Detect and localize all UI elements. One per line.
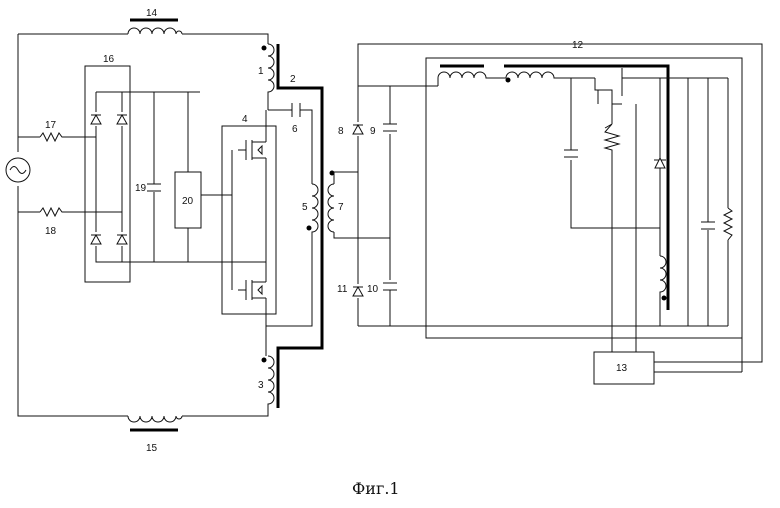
label-13: 13 — [616, 363, 628, 374]
component-labels: 14 15 16 17 18 19 20 1 2 3 4 5 6 7 8 9 1… — [45, 8, 628, 454]
label-16: 16 — [103, 54, 115, 65]
label-20: 20 — [182, 196, 194, 207]
label-12: 12 — [572, 40, 584, 51]
controller-block-13 — [358, 44, 762, 384]
bridge-rectifier-16 — [85, 66, 130, 282]
label-15: 15 — [146, 443, 158, 454]
core-2 — [278, 44, 322, 408]
capacitor-19 — [147, 184, 161, 191]
label-7: 7 — [338, 202, 344, 213]
label-17: 17 — [45, 120, 57, 131]
label-5: 5 — [302, 202, 308, 213]
ac-source-icon — [6, 158, 30, 182]
label-19: 19 — [135, 183, 147, 194]
label-4: 4 — [242, 114, 248, 125]
label-8: 8 — [338, 126, 344, 137]
label-10: 10 — [367, 284, 379, 295]
input-wiring — [18, 34, 268, 416]
label-14: 14 — [146, 8, 158, 19]
label-6: 6 — [292, 124, 298, 135]
choke-14 — [128, 20, 182, 34]
winding-5 — [266, 184, 318, 326]
resistor-17 — [40, 133, 64, 141]
half-bridge-4 — [222, 110, 276, 328]
label-3: 3 — [258, 380, 264, 391]
label-9: 9 — [370, 126, 376, 137]
label-2: 2 — [290, 74, 296, 85]
output-rectifier — [353, 86, 438, 326]
label-18: 18 — [45, 226, 57, 237]
figure-caption: Фиг.1 — [352, 479, 400, 498]
label-1: 1 — [258, 66, 264, 77]
converter-block-12 — [426, 58, 742, 338]
choke-15 — [128, 416, 182, 430]
label-11: 11 — [337, 284, 348, 295]
capacitor-6 — [268, 103, 312, 184]
winding-1 — [262, 44, 275, 110]
resistor-18 — [40, 208, 64, 216]
